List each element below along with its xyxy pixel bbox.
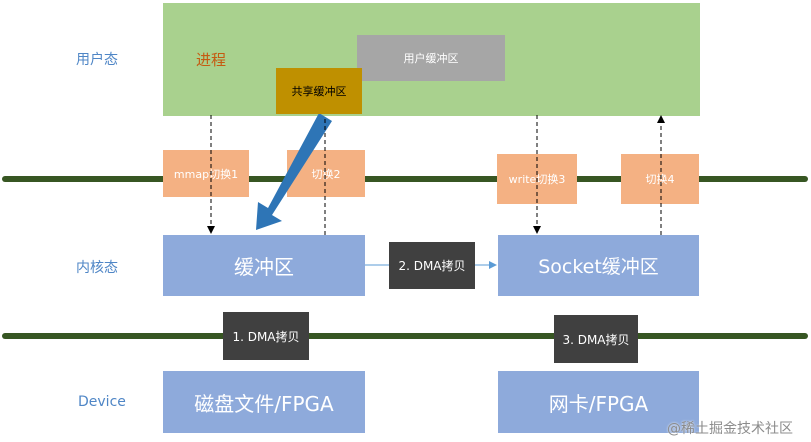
socket-buffer: Socket缓冲区 bbox=[498, 235, 699, 296]
disk-device: 磁盘文件/FPGA bbox=[163, 371, 365, 433]
kernel-mode-label: 内核态 bbox=[76, 260, 118, 276]
switch-4-box: 切换4 bbox=[621, 154, 699, 204]
user-buffer: 用户缓冲区 bbox=[357, 35, 505, 81]
user-mode-label: 用户态 bbox=[76, 52, 118, 68]
dma-copy-3-box: 3. DMA拷贝 bbox=[554, 315, 638, 363]
user-kernel-boundary bbox=[2, 176, 808, 182]
kernel-device-boundary bbox=[2, 333, 808, 339]
kernel-buffer: 缓冲区 bbox=[163, 235, 365, 296]
process-label: 进程 bbox=[196, 51, 227, 69]
switch-2-box: 切换2 bbox=[287, 150, 365, 197]
switch-1-box: mmap切换1 bbox=[163, 150, 249, 197]
dma-copy-2-box: 2. DMA拷贝 bbox=[389, 242, 475, 289]
nic-device: 网卡/FPGA bbox=[498, 371, 699, 433]
watermark: @稀土掘金技术社区 bbox=[667, 421, 793, 437]
device-label: Device bbox=[78, 394, 126, 410]
dma-copy-1-box: 1. DMA拷贝 bbox=[223, 312, 309, 360]
switch-3-box: write切换3 bbox=[497, 154, 577, 204]
shared-buffer: 共享缓冲区 bbox=[276, 68, 362, 114]
